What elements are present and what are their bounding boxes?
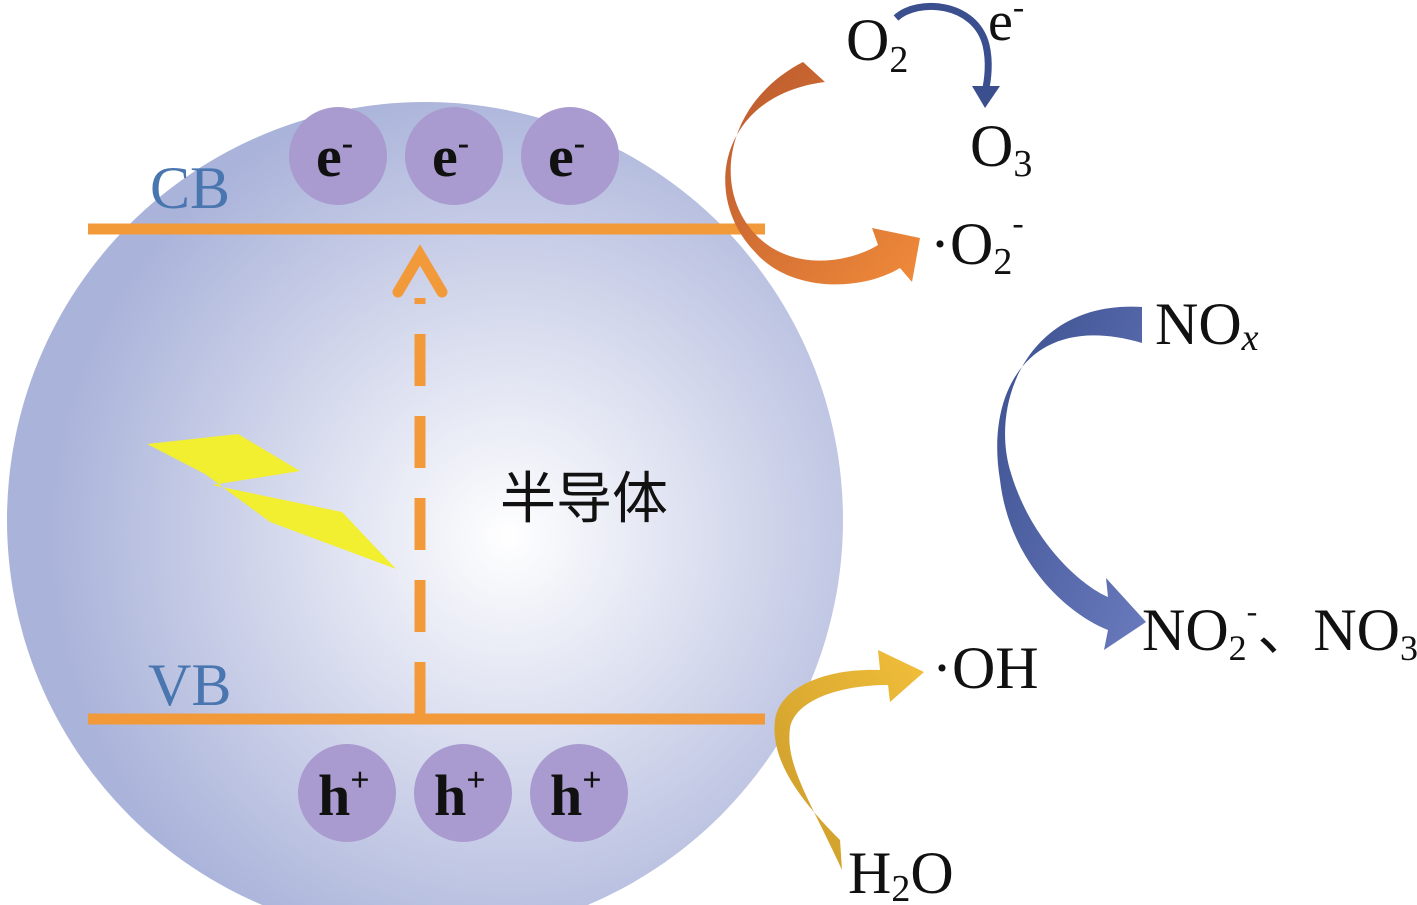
ozone-label: O3 bbox=[970, 113, 1032, 185]
ozone-arrowhead-icon bbox=[972, 86, 1000, 108]
superoxide-formation-arrow bbox=[725, 62, 920, 285]
vb-label: VB bbox=[148, 652, 231, 718]
superoxide-label: ·O2- bbox=[930, 205, 1024, 283]
hole-particle: h+ bbox=[414, 744, 512, 842]
electron-particle: e- bbox=[289, 107, 387, 205]
ozone-formation-arrow bbox=[893, 3, 992, 93]
svg-text:h+: h+ bbox=[550, 762, 602, 828]
oxygen-label: O2 bbox=[846, 7, 908, 81]
electron-particle: e- bbox=[405, 107, 503, 205]
nitrite-nitrate-label: NO2-、NO3- bbox=[1142, 593, 1417, 668]
water-label: H2O bbox=[848, 840, 954, 905]
svg-text:h+: h+ bbox=[318, 762, 370, 828]
nox-label: NOx bbox=[1155, 291, 1259, 359]
svg-text:e-: e- bbox=[316, 124, 353, 189]
excitation-arrowhead-icon bbox=[392, 244, 448, 298]
nox-conversion-arrow bbox=[997, 306, 1146, 650]
hydroxyl-label: ·OH bbox=[932, 635, 1039, 701]
cb-label: CB bbox=[150, 155, 230, 221]
electron-label: e- bbox=[988, 0, 1024, 53]
semiconductor-label: 半导体 bbox=[500, 467, 668, 532]
hole-particle: h+ bbox=[530, 744, 628, 842]
electron-particle: e- bbox=[521, 107, 619, 205]
light-bolt-icon bbox=[147, 434, 396, 569]
svg-text:e-: e- bbox=[548, 124, 585, 189]
svg-text:h+: h+ bbox=[434, 762, 486, 828]
hydroxyl-formation-arrow bbox=[774, 650, 924, 870]
hole-particle: h+ bbox=[298, 744, 396, 842]
svg-text:e-: e- bbox=[432, 124, 469, 189]
